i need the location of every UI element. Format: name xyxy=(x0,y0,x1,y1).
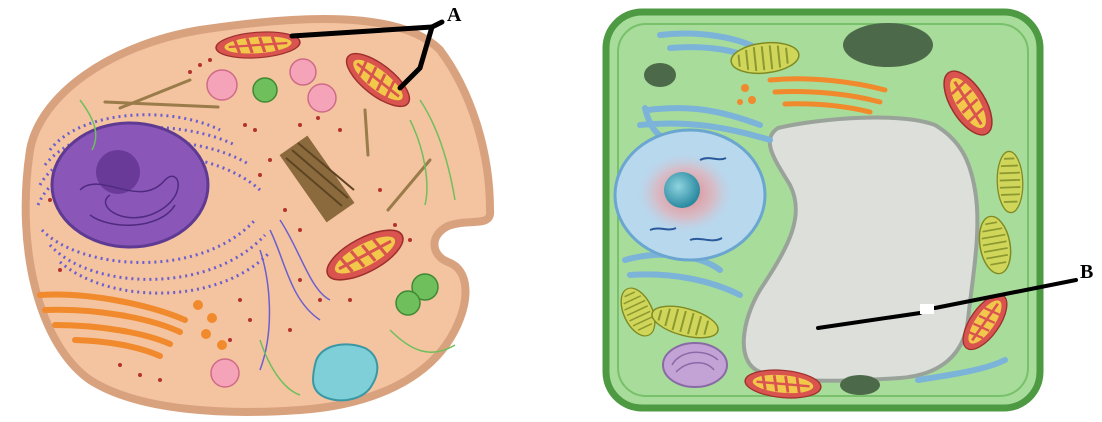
label-b: B xyxy=(1080,262,1093,282)
animal-vacuole xyxy=(313,344,377,400)
pointer-gap xyxy=(920,304,934,314)
label-a: A xyxy=(447,5,461,25)
animal-cell xyxy=(26,19,490,412)
vesicle-purple xyxy=(663,343,727,387)
animal-nucleus xyxy=(52,123,208,247)
plant-cell xyxy=(606,12,1040,408)
plant-nucleus xyxy=(615,130,765,260)
